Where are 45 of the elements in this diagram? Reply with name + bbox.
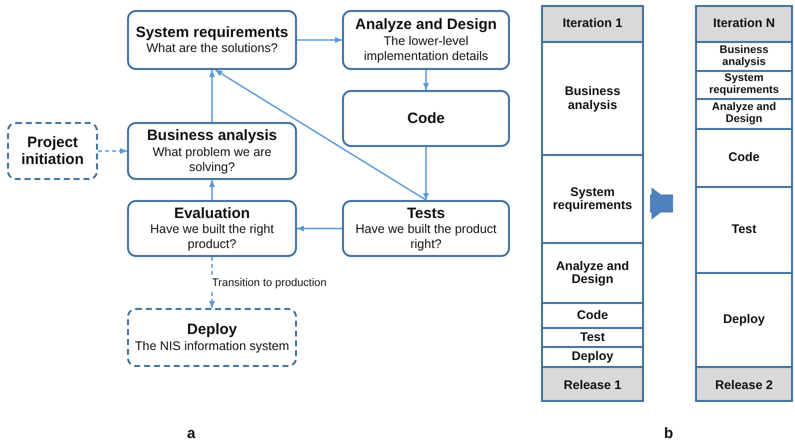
box-title: System requirements xyxy=(136,24,288,42)
block-arrow xyxy=(650,187,673,220)
phase-cell: Test xyxy=(543,329,642,348)
box-text: What are the solutions? xyxy=(146,41,278,56)
phase-cell: Business analysis xyxy=(697,43,791,72)
phase-cell: Analyze and Design xyxy=(697,100,791,130)
header-cell: Release 2 xyxy=(697,368,791,400)
arrow xyxy=(297,37,342,43)
panel-label: a xyxy=(187,425,196,442)
arrow xyxy=(98,148,127,154)
phase-cell: Deploy xyxy=(543,348,642,368)
arrow xyxy=(215,69,426,201)
process-box xyxy=(342,90,510,147)
box-text: The NIS information system xyxy=(134,338,290,354)
box-title: Project initiation xyxy=(20,134,85,168)
process-box xyxy=(7,122,98,180)
arrow xyxy=(209,70,215,122)
box-title: Evaluation xyxy=(174,204,250,222)
header-cell: Iteration N xyxy=(697,7,791,43)
arrow xyxy=(209,180,215,200)
box-title: Code xyxy=(407,110,445,128)
box-title: Analyze and Design xyxy=(355,16,497,34)
box-title: Tests xyxy=(406,204,446,222)
header-cell: Iteration 1 xyxy=(543,7,642,43)
process-box xyxy=(127,10,297,70)
process-box xyxy=(342,200,510,257)
iteration-column xyxy=(695,5,793,402)
process-box xyxy=(127,200,297,257)
box-text: Have we built the product right? xyxy=(354,222,498,252)
panel-label: b xyxy=(664,425,674,442)
box-text: Have we built the right product? xyxy=(149,222,275,252)
box-text: The lower-level implementation details xyxy=(362,34,490,64)
box-title: Deploy xyxy=(186,321,237,339)
phase-cell: System requirements xyxy=(697,72,791,100)
iteration-column xyxy=(541,5,644,402)
box-text: What problem we are solving? xyxy=(152,144,272,175)
arrow xyxy=(423,147,429,200)
arrow xyxy=(297,226,342,232)
arrow xyxy=(423,70,429,90)
header-cell: Release 1 xyxy=(543,368,642,400)
process-box xyxy=(127,122,297,180)
process-box xyxy=(127,308,297,367)
edge-label: Transition to production xyxy=(210,277,329,289)
box-title: Business analysis xyxy=(146,127,278,145)
process-box xyxy=(342,10,510,70)
